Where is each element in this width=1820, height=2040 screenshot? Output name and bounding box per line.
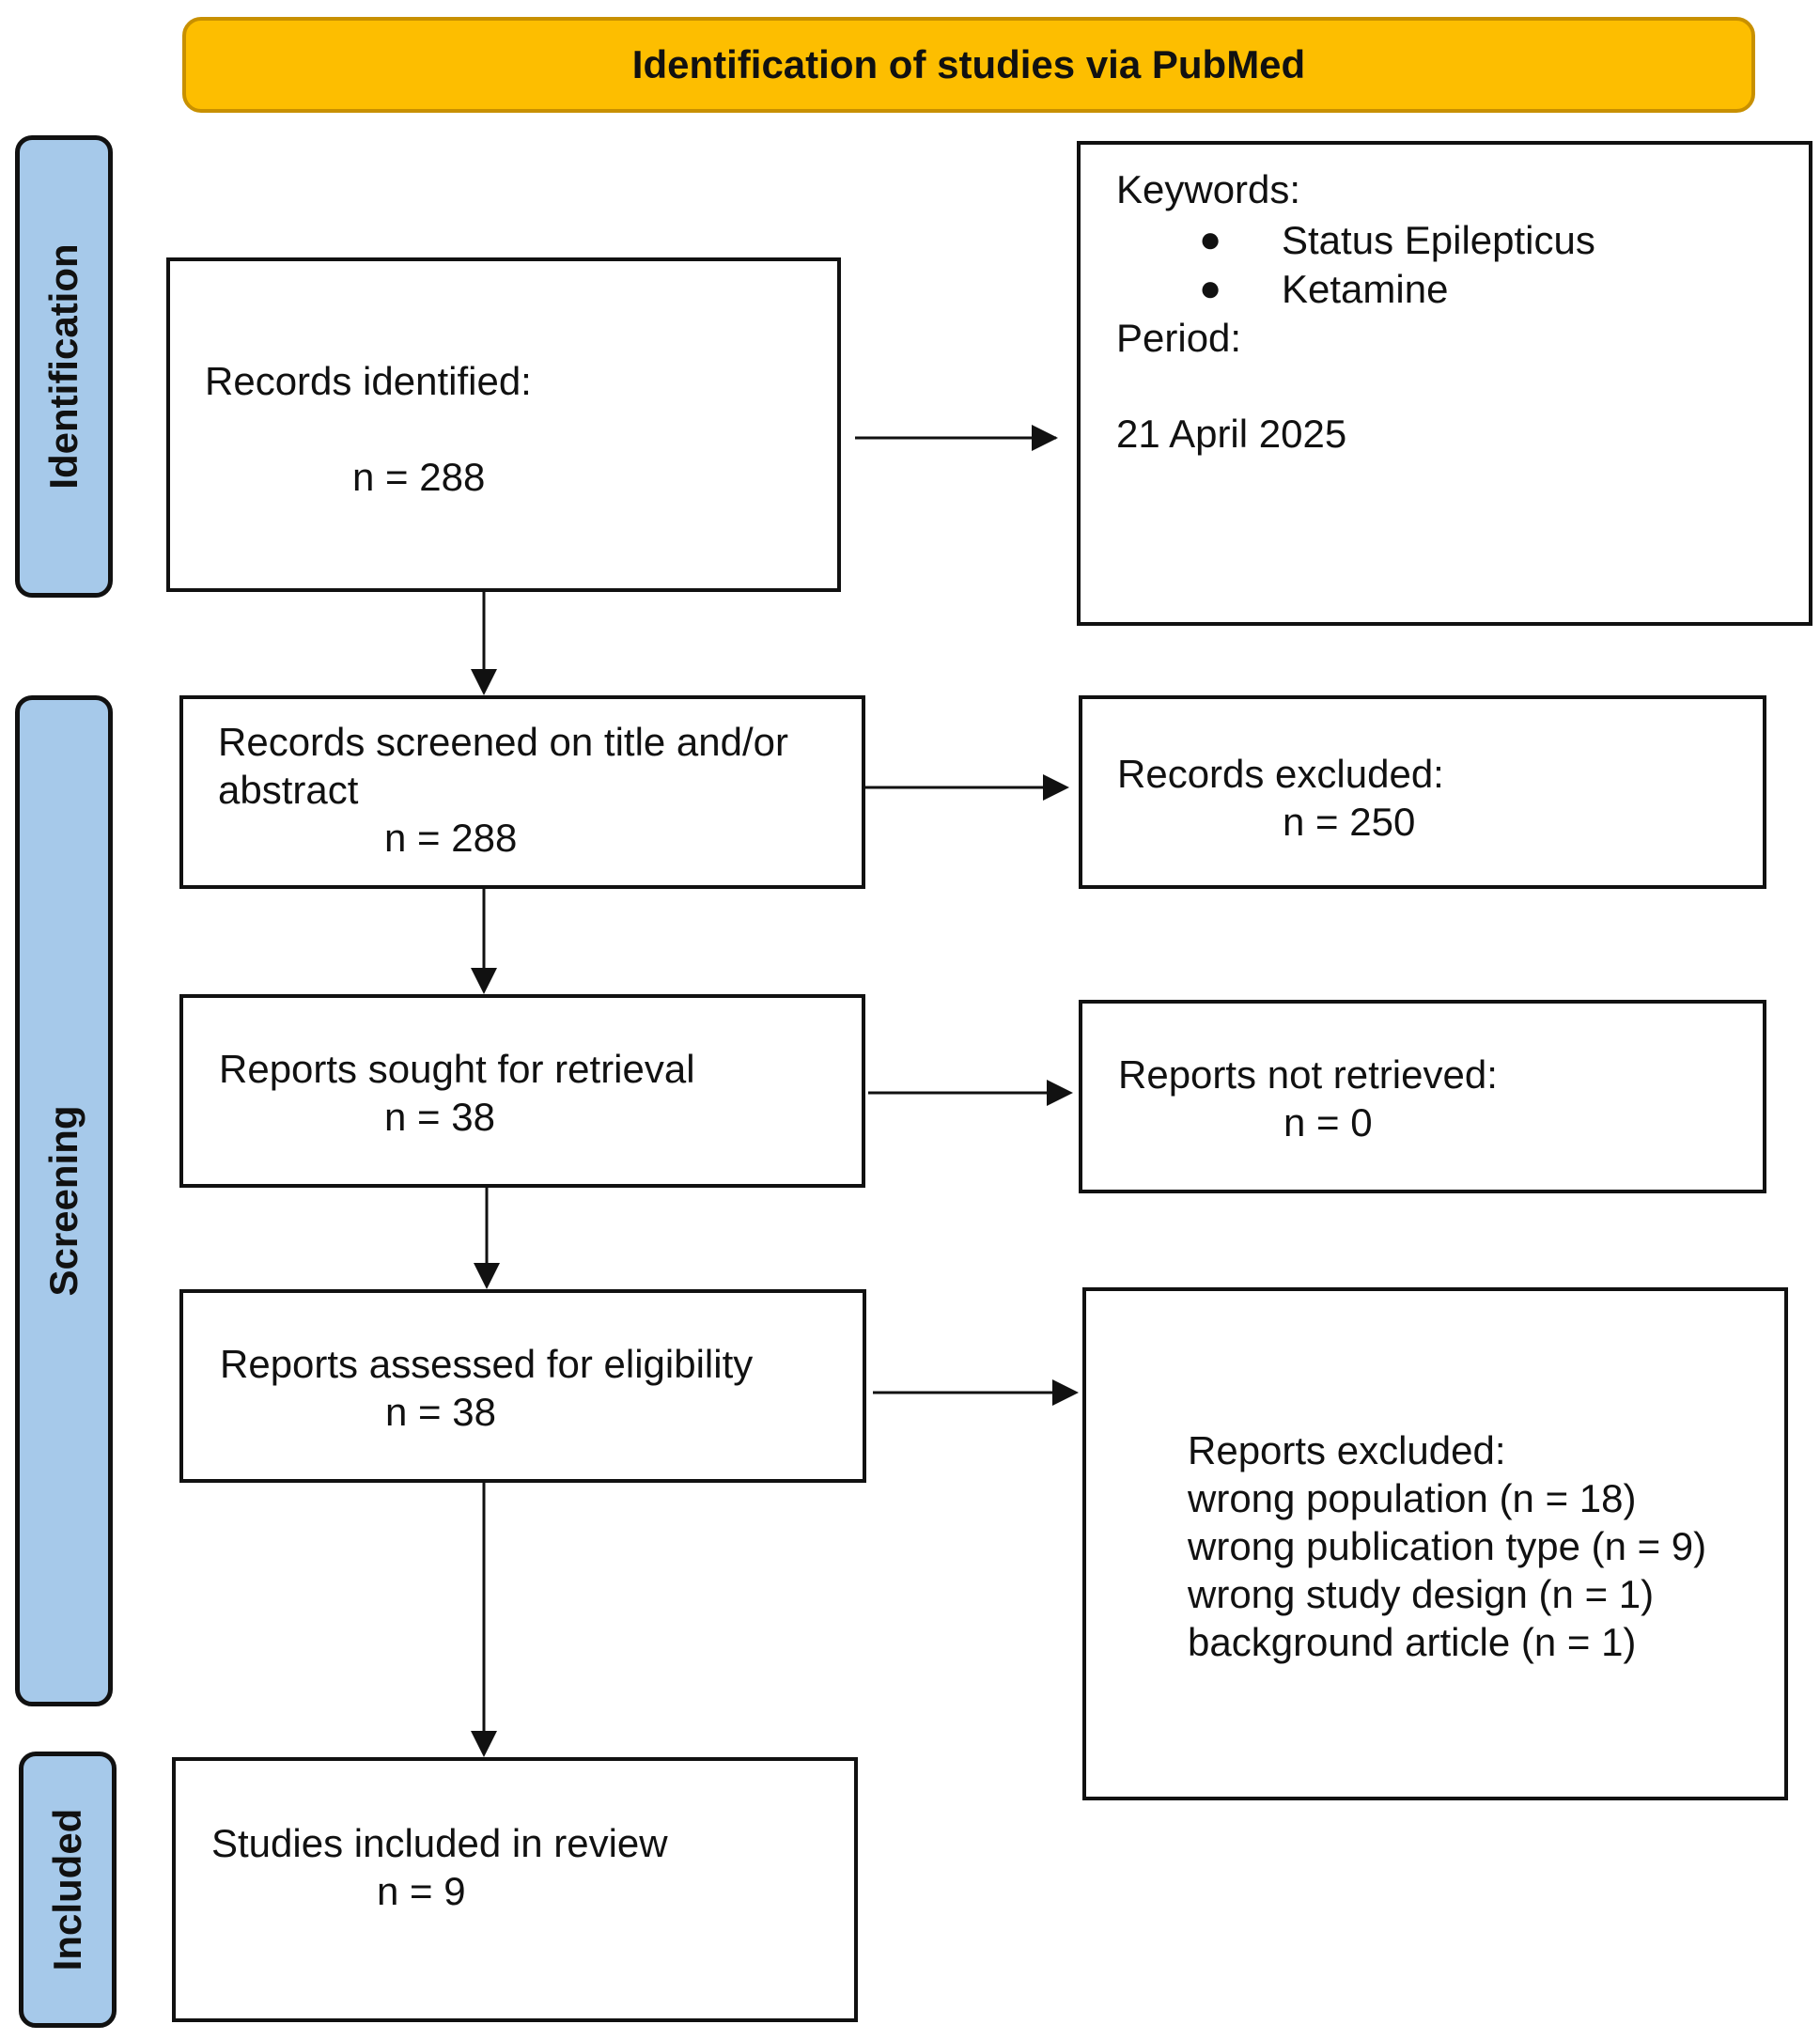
keyword-1: Status Epilepticus — [1282, 218, 1595, 262]
reports-sought-box: Reports sought for retrieval n = 38 — [179, 994, 865, 1188]
arrowhead-7 — [1052, 1379, 1079, 1406]
reports-excluded-box: Reports excluded: wrong population (n = … — [1082, 1287, 1788, 1800]
arrowhead-1 — [1032, 425, 1058, 451]
records-identified-label: Records identified: — [205, 359, 532, 403]
header-title: Identification of studies via PubMed — [631, 42, 1306, 86]
period-value: 21 April 2025 — [1116, 412, 1347, 456]
studies-included-box: Studies included in review n = 9 — [172, 1757, 858, 2022]
records-screened-label-line2: abstract — [218, 768, 359, 812]
records-identified-box: Records identified: n = 288 — [166, 257, 841, 592]
reports-excluded-reason-2: wrong publication type (n = 9) — [1188, 1524, 1707, 1568]
records-excluded-count: n = 250 — [1283, 800, 1416, 844]
reports-sought-count: n = 38 — [384, 1095, 495, 1139]
arrowhead-2 — [471, 669, 497, 695]
reports-excluded-reason-3: wrong study design (n = 1) — [1188, 1572, 1655, 1616]
studies-included-label: Studies included in review — [211, 1821, 668, 1865]
reports-assessed-box: Reports assessed for eligibility n = 38 — [179, 1289, 866, 1483]
records-excluded-box: Records excluded: n = 250 — [1079, 695, 1766, 889]
reports-excluded-reason-4: background article (n = 1) — [1188, 1620, 1637, 1664]
records-screened-label-line1: Records screened on title and/or — [218, 720, 789, 764]
studies-included-count: n = 9 — [377, 1869, 466, 1913]
reports-not-retrieved-count: n = 0 — [1283, 1100, 1373, 1145]
records-screened-box: Records screened on title and/or abstrac… — [179, 695, 865, 889]
arrowhead-8 — [471, 1731, 497, 1757]
keyword-bullet-1: ● — [1199, 219, 1222, 260]
arrowhead-6 — [474, 1263, 500, 1289]
records-excluded-label: Records excluded: — [1117, 752, 1444, 796]
records-screened-count: n = 288 — [384, 816, 518, 860]
reports-sought-label: Reports sought for retrieval — [219, 1047, 695, 1091]
phase-included: Included — [19, 1752, 117, 2028]
arrowhead-3 — [1043, 774, 1069, 801]
arrowhead-5 — [1047, 1080, 1073, 1106]
reports-excluded-reason-1: wrong population (n = 18) — [1188, 1476, 1637, 1520]
arrowhead-4 — [471, 968, 497, 994]
phase-identification: Identification — [15, 135, 113, 598]
reports-excluded-label: Reports excluded: — [1188, 1428, 1506, 1472]
search-info-box: Keywords: ● Status Epilepticus ● Ketamin… — [1077, 141, 1812, 626]
reports-not-retrieved-box: Reports not retrieved: n = 0 — [1079, 1000, 1766, 1193]
phase-screening: Screening — [15, 695, 113, 1706]
keyword-2: Ketamine — [1282, 267, 1449, 311]
keyword-bullet-2: ● — [1199, 268, 1222, 309]
header-banner: Identification of studies via PubMed — [182, 17, 1755, 113]
records-identified-count: n = 288 — [352, 455, 486, 499]
reports-assessed-count: n = 38 — [385, 1390, 496, 1434]
keywords-label: Keywords: — [1116, 167, 1301, 211]
period-label: Period: — [1116, 316, 1242, 360]
reports-assessed-label: Reports assessed for eligibility — [220, 1342, 754, 1386]
reports-not-retrieved-label: Reports not retrieved: — [1118, 1052, 1498, 1097]
